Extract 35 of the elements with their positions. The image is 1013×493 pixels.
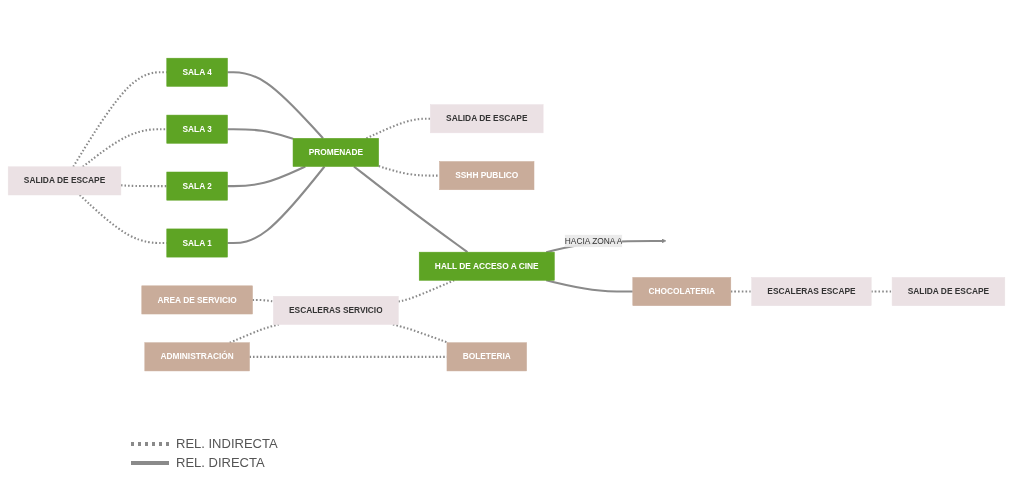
connector-line: [378, 165, 440, 178]
connector-line: [730, 290, 752, 294]
connector-line: [365, 118, 431, 140]
node-box: SALA 4: [166, 58, 228, 88]
legend-text: REL. DIRECTA: [176, 455, 265, 470]
node-box: SALIDA DE ESCAPE: [430, 104, 544, 134]
node-box: SSHH PUBLICO: [439, 161, 535, 191]
node-box: SALIDA DE ESCAPE: [7, 166, 122, 196]
node-box: PROMENADE: [292, 138, 379, 168]
edge-label: HACIA ZONA A: [564, 236, 623, 246]
legend-text: REL. INDIRECTA: [176, 436, 278, 451]
node-box: ESCALERAS SERVICIO: [273, 296, 399, 326]
node-box: SALA 2: [166, 172, 228, 201]
connector-line: [72, 71, 167, 168]
connector-line: [227, 166, 306, 188]
node-box: HALL DE ACCESO A CINE: [418, 252, 555, 282]
connector-line: [227, 166, 326, 245]
node-box: ADMINISTRACIÓN: [144, 342, 250, 372]
connector-line: [79, 194, 167, 245]
connector-line: [546, 279, 633, 294]
node-box: SALA 3: [166, 115, 228, 144]
connector-line: [398, 279, 455, 303]
node-box: BOLETERIA: [446, 342, 527, 372]
node-box: CHOCOLATERIA: [632, 277, 732, 307]
node-box: ESCALERAS ESCAPE: [751, 277, 872, 307]
connector-line: [871, 290, 893, 294]
connector-line: [227, 71, 324, 140]
connector-line: [227, 128, 294, 141]
connector-line: [252, 299, 274, 303]
node-box: SALA 1: [166, 229, 228, 258]
node-box: AREA DE SERVICIO: [141, 286, 253, 315]
connector-line: [353, 166, 469, 254]
node-box: SALIDA DE ESCAPE: [891, 277, 1006, 307]
connector-line: [120, 184, 167, 188]
connector-line: [82, 128, 167, 169]
